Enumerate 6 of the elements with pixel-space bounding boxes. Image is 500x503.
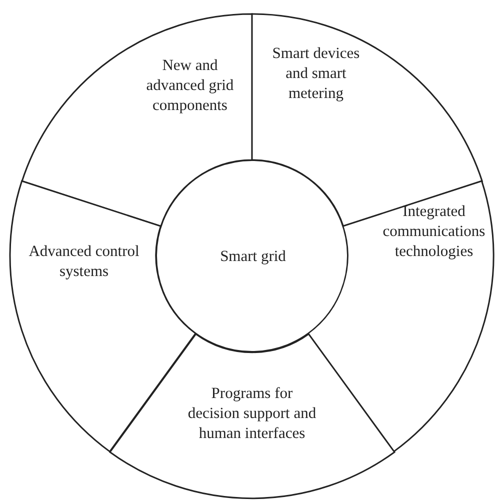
segment-label: Integrated communications technologies: [382, 202, 486, 262]
center-label: Smart grid: [219, 246, 287, 267]
segment-label: Smart devices and smart metering: [271, 44, 361, 104]
segment-label: Advanced control systems: [28, 242, 140, 282]
segment-label: New and advanced grid components: [145, 56, 235, 116]
segment-label: Programs for decision support and human interfaces: [186, 384, 317, 444]
